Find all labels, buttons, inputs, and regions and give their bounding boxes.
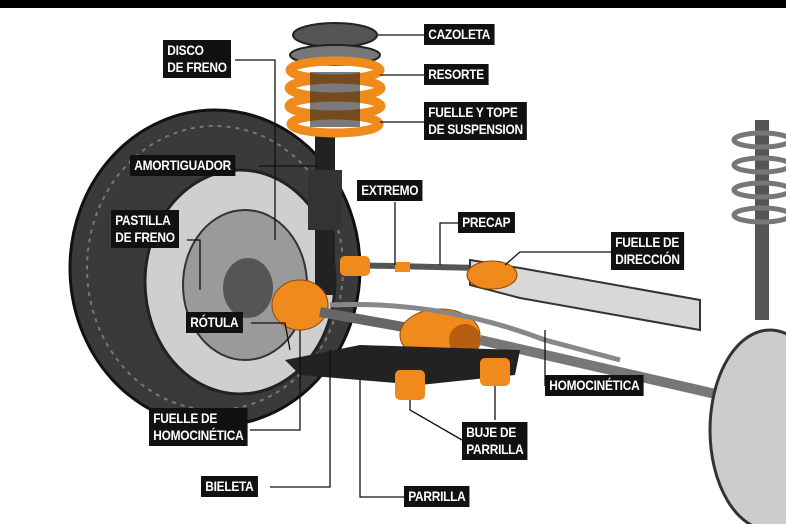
- label-line: BUJE DE: [466, 424, 517, 440]
- label-line: DE SUSPENSION: [428, 121, 523, 137]
- label-cazoleta: CAZOLETA: [424, 24, 495, 45]
- label-line: HOMOCINÉTICA: [153, 427, 244, 443]
- label-line: DE FRENO: [167, 59, 227, 75]
- label-extremo: EXTREMO: [357, 180, 423, 201]
- steering-boot: [466, 260, 518, 290]
- label-homocinetica: HOMOCINÉTICA: [545, 375, 644, 396]
- label-line: DIRECCIÓN: [615, 251, 680, 267]
- label-line: FUELLE DE: [153, 410, 218, 426]
- label-precap: PRECAP: [458, 212, 515, 233]
- label-resorte: RESORTE: [424, 64, 489, 85]
- label-rotula: RÓTULA: [186, 312, 243, 333]
- label-line: FUELLE Y TOPE: [428, 104, 518, 120]
- label-line: PASTILLA: [115, 212, 171, 228]
- label-line: DISCO: [167, 42, 204, 58]
- label-parrilla: PARRILLA: [404, 486, 470, 507]
- label-line: FUELLE DE: [615, 234, 680, 250]
- top-border: [0, 0, 786, 8]
- label-amortiguador: AMORTIGUADOR: [130, 155, 236, 176]
- label-bieleta: BIELETA: [201, 476, 258, 497]
- label-line: PARRILLA: [466, 441, 524, 457]
- control-arm: [285, 345, 520, 385]
- label-line: DE FRENO: [115, 229, 175, 245]
- top-mount: [292, 22, 378, 48]
